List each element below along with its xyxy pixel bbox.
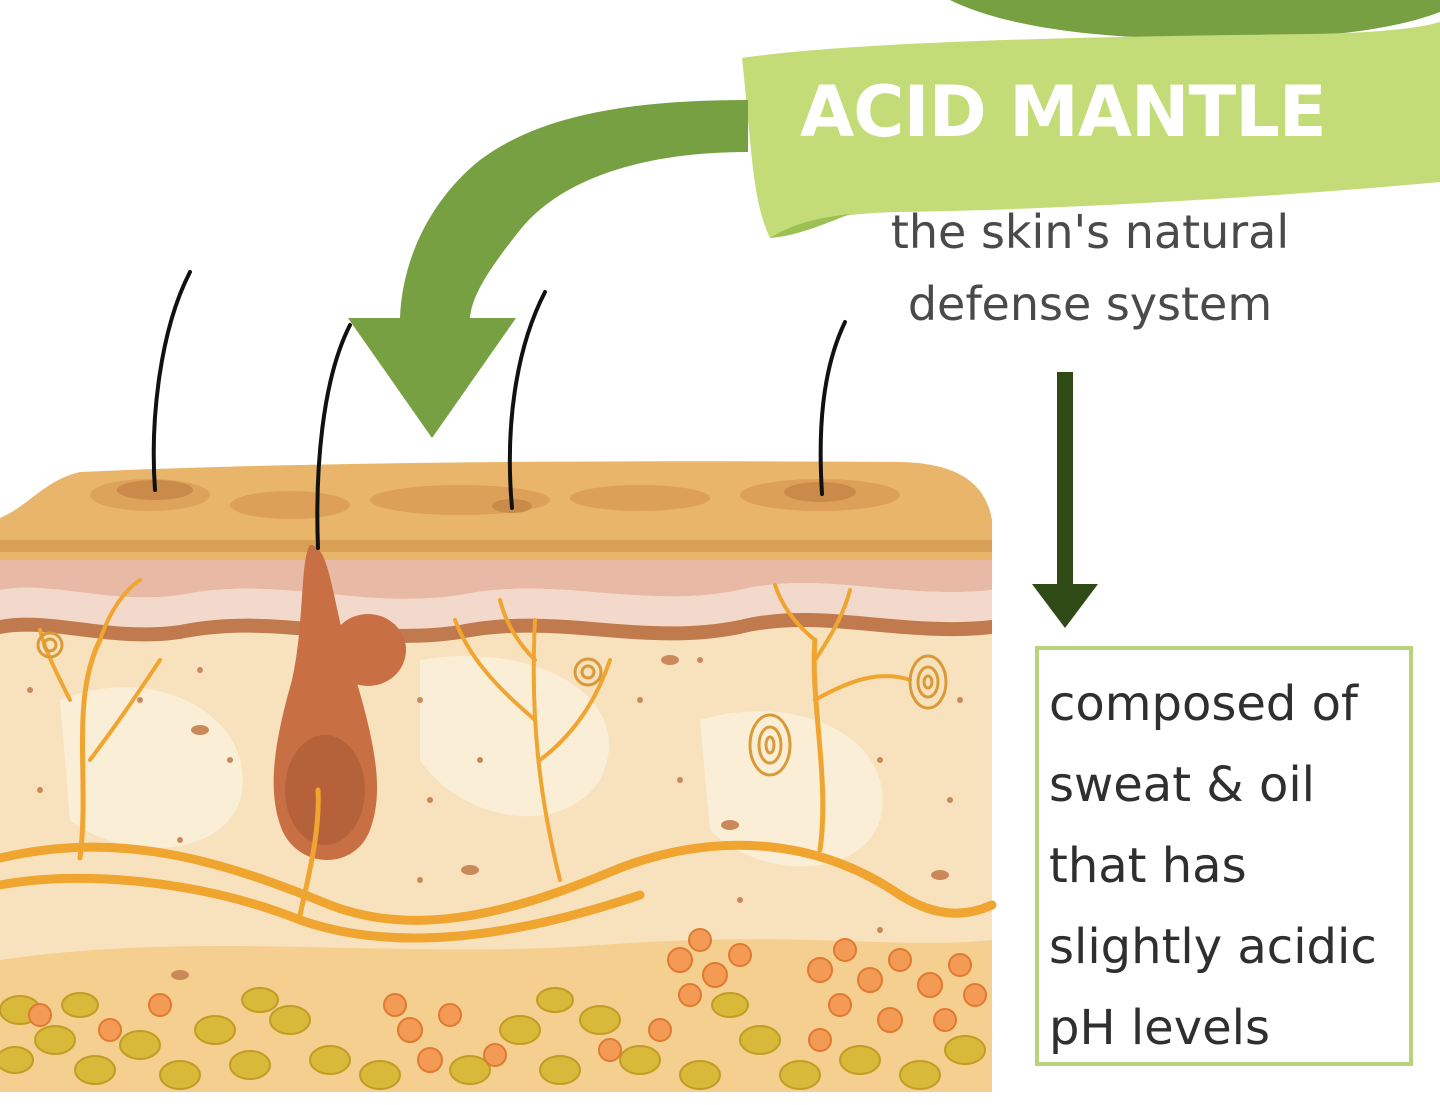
granular-band <box>0 582 992 629</box>
hairs <box>151 270 847 550</box>
basement-membrane <box>0 612 992 643</box>
info-line-4: slightly acidic <box>1049 919 1377 975</box>
info-line-2: sweat & oil <box>1049 757 1316 813</box>
info-line-3: that has <box>1049 838 1247 894</box>
dark-down-arrow-icon <box>1032 372 1098 628</box>
info-line-5: pH levels <box>1049 1000 1270 1056</box>
hair-1 <box>151 270 192 492</box>
hair-4 <box>818 320 847 496</box>
banner-ribbon-fold <box>770 214 850 238</box>
green-curved-arrow-icon <box>348 100 748 438</box>
dermis-dots <box>27 655 963 980</box>
ribbon-top-curl <box>950 0 1440 40</box>
subtitle-line-2: defense system <box>907 277 1273 331</box>
fat-cells <box>0 928 987 1090</box>
blood-vessels <box>0 578 997 943</box>
banner-title: ACID MANTLE <box>800 71 1327 153</box>
sweat-glands <box>36 631 948 777</box>
info-box: composed of sweat & oil that has slightl… <box>1035 646 1413 1066</box>
subtitle: the skin's natural defense system <box>860 196 1320 340</box>
info-line-1: composed of <box>1049 676 1358 732</box>
hair-2 <box>315 323 352 550</box>
basal-layer-pink <box>0 560 992 599</box>
subtitle-line-1: the skin's natural <box>890 205 1290 259</box>
banner-ribbon <box>742 22 1440 238</box>
hair-3 <box>507 290 547 510</box>
